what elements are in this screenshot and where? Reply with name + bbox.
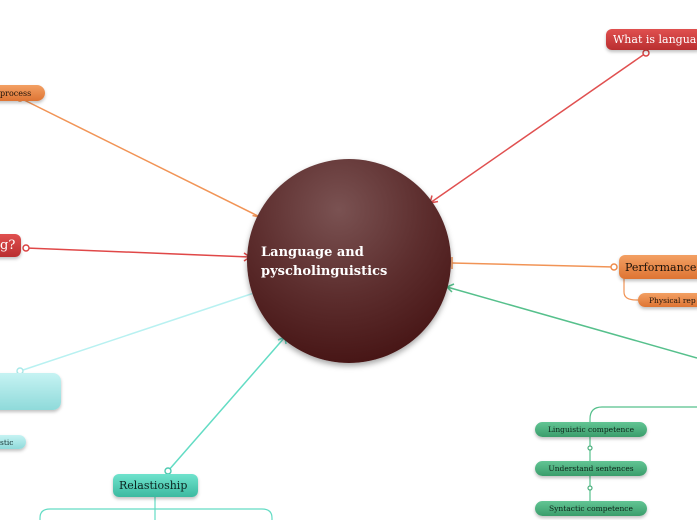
topic-cyan[interactable] — [0, 373, 61, 410]
topic-label: Relastioship — [119, 479, 188, 492]
connector-green-tree — [589, 406, 697, 512]
connector-relationship — [167, 336, 286, 472]
topic-label: g? — [0, 238, 16, 253]
central-topic[interactable] — [247, 159, 451, 363]
topic-question[interactable]: g? — [0, 234, 21, 257]
topic-label: Physical rep — [649, 295, 696, 305]
topic-label: process — [0, 88, 32, 98]
arrow-head — [446, 283, 455, 293]
anchor-dot — [610, 263, 618, 271]
topic-label: Understand sentences — [548, 464, 634, 473]
connector-process — [19, 97, 261, 218]
connector-relationship-tree — [39, 497, 273, 520]
topic-label: Performance — [625, 260, 697, 274]
topic-what-is-language[interactable]: What is languag — [606, 29, 697, 50]
topic-process[interactable]: process — [0, 85, 45, 101]
connector-performance-child — [623, 278, 640, 301]
topic-label: Syntactic competence — [549, 504, 633, 513]
anchor-dot — [642, 49, 650, 57]
connector-cyan — [19, 292, 255, 372]
subtopic-physical[interactable]: Physical rep — [638, 293, 697, 307]
subtopic-syntactic-competence[interactable]: Syntactic competence — [535, 501, 647, 516]
subtopic-understand-sentences[interactable]: Understand sentences — [535, 461, 647, 476]
anchor-dot — [587, 485, 593, 491]
connector-performance — [451, 262, 615, 268]
topic-label: What is languag — [613, 33, 697, 46]
anchor-dot — [587, 445, 593, 451]
connector-question — [25, 247, 251, 258]
topic-performance[interactable]: Performance — [619, 255, 697, 279]
subtopic-stic[interactable]: stic — [0, 435, 26, 449]
subtopic-linguistic-competence[interactable]: Linguistic competence — [535, 422, 647, 437]
topic-label: stic — [0, 437, 14, 447]
connector-green-branch — [446, 286, 697, 359]
topic-label: Linguistic competence — [547, 425, 635, 434]
topic-relationship[interactable]: Relastioship — [113, 474, 198, 497]
central-topic-label: Language and pyscholinguistics — [261, 245, 388, 279]
connector-what-is-language — [429, 52, 647, 204]
anchor-dot — [22, 244, 30, 252]
